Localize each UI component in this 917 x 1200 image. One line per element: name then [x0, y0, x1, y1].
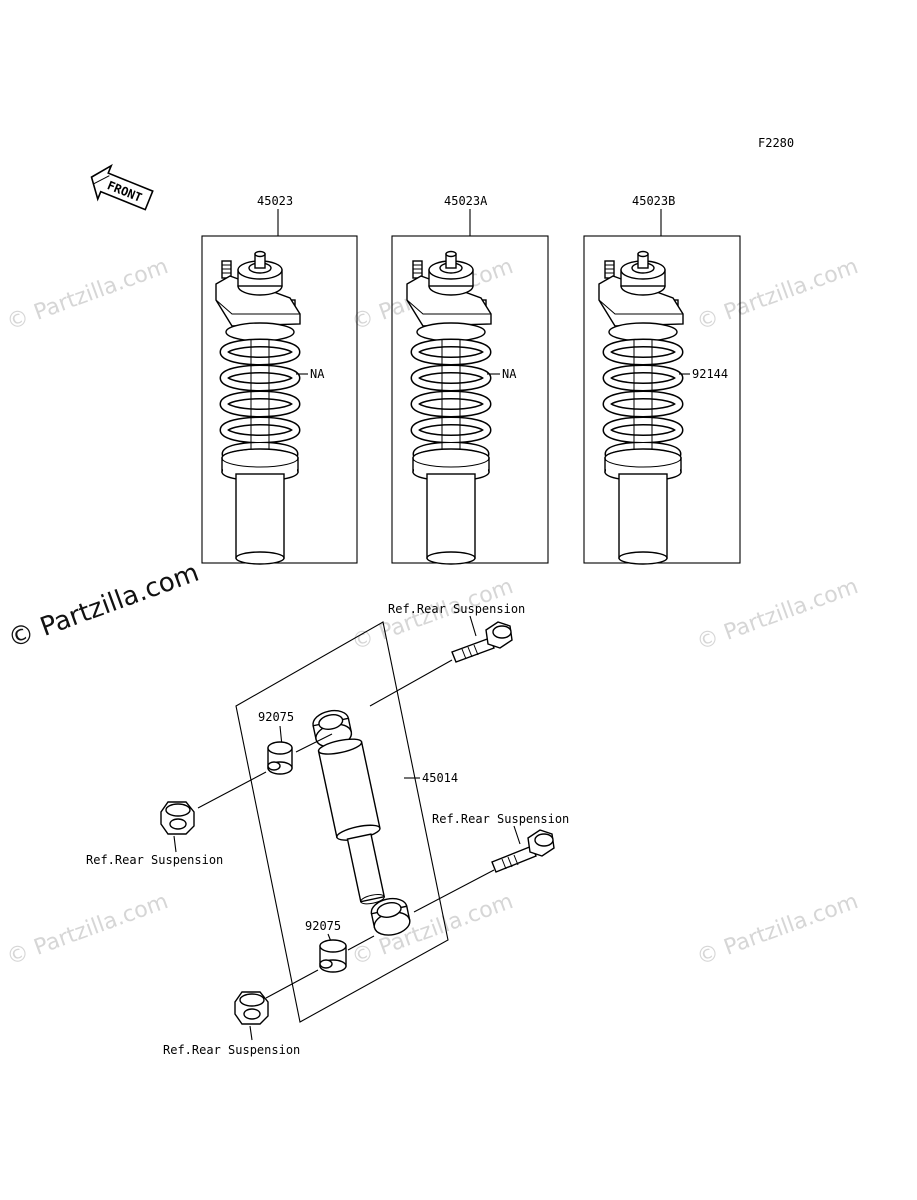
part-number-45023A: 45023A	[444, 194, 488, 208]
part-number-92075-upper: 92075	[258, 710, 294, 724]
watermark-text: © Partzilla.com	[349, 889, 517, 971]
part-number-45014: 45014	[422, 771, 458, 785]
part-number-45023: 45023	[257, 194, 293, 208]
strut-assembly-45023B: 45023B 92144	[583, 194, 741, 564]
spring-label: NA	[502, 367, 517, 381]
assembly-box	[235, 621, 449, 1023]
front-arrow-icon: FRONT	[90, 163, 154, 211]
watermark-text: © Partzilla.com	[4, 254, 172, 336]
lower-bolt	[491, 829, 555, 873]
upper-bolt	[451, 621, 513, 663]
watermark-text: © Partzilla.com	[4, 889, 172, 971]
lower-bushing	[319, 939, 347, 973]
strut-assembly-45023A: 45023A NA	[391, 194, 549, 564]
assembly-box	[583, 235, 741, 564]
upper-nut	[160, 801, 195, 835]
upper-bushing	[267, 741, 293, 775]
watermark-text: © Partzilla.com	[694, 889, 862, 971]
assembly-box	[201, 235, 358, 564]
part-number-45023B: 45023B	[632, 194, 675, 208]
spring-label: 92144	[692, 367, 728, 381]
shock-absorber	[312, 709, 411, 936]
ref-label-lower-nut: Ref.Rear Suspension	[163, 1043, 300, 1057]
ref-label-upper-bolt: Ref.Rear Suspension	[388, 602, 525, 616]
part-number-92075-lower: 92075	[305, 919, 341, 933]
ref-label-lower-bolt: Ref.Rear Suspension	[432, 812, 569, 826]
watermark-text: © Partzilla.com	[694, 254, 862, 336]
rear-shock-assembly: Ref.Rear Suspension 45014 92075	[86, 602, 569, 1057]
assembly-box	[391, 235, 549, 564]
strut-assembly-45023: 45023 NA	[201, 194, 358, 564]
watermark-primary: © Partzilla.com	[4, 558, 203, 655]
figure-code: F2280	[758, 136, 794, 150]
lower-nut	[234, 991, 269, 1025]
ref-label-upper-nut: Ref.Rear Suspension	[86, 853, 223, 867]
spring-label: NA	[310, 367, 325, 381]
watermark-text: © Partzilla.com	[694, 574, 862, 656]
